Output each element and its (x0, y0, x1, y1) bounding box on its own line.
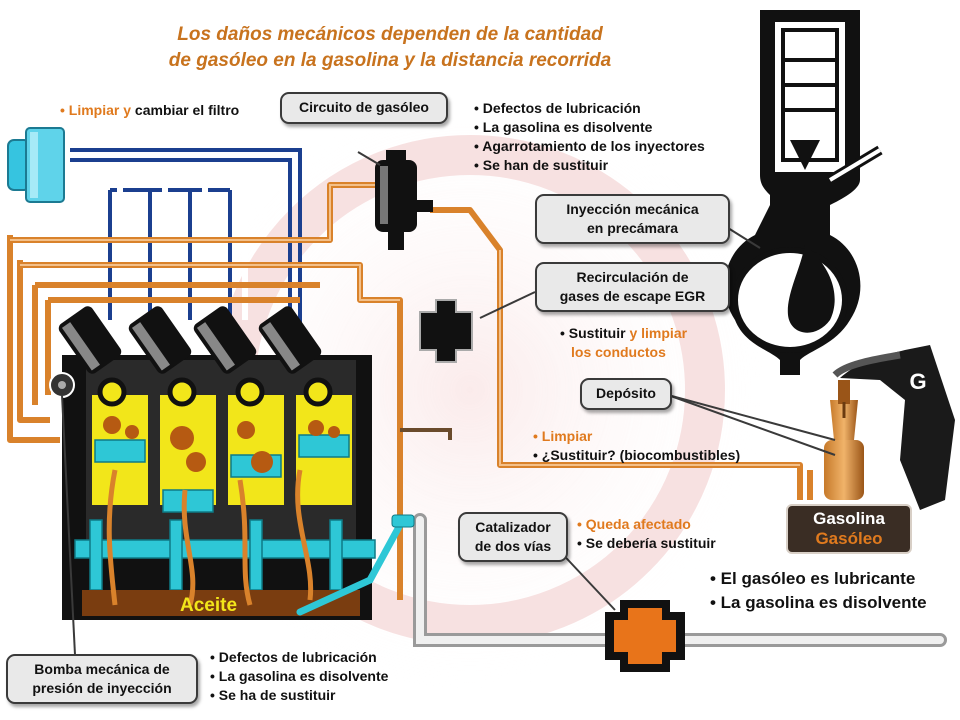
callout-pump: Bomba mecánica de presión de inyección (6, 654, 198, 704)
fuel-type-label: Gasolina Gasóleo (786, 504, 912, 554)
tank-action: • Limpiar (533, 428, 593, 444)
callout-egr-line: Recirculación de (576, 269, 689, 285)
catalyst-effect: • Queda afectado (577, 516, 691, 532)
filter-note: • Limpiar y cambiar el filtro (60, 101, 239, 120)
callout-diesel-circuit: Circuito de gasóleo (280, 92, 448, 124)
catalyst-icon (605, 600, 685, 672)
precombustion-chamber-icon (724, 10, 883, 375)
callout-catalyst-line: Catalizador (475, 519, 551, 535)
oil-label: Aceite (180, 595, 238, 616)
egr-action-line2: los conductos (571, 344, 666, 360)
fuel-nozzle-icon (832, 345, 955, 510)
egr-valve-icon (419, 299, 473, 363)
callout-pump-line: Bomba mecánica de (34, 661, 170, 677)
callout-egr: Recirculación de gases de escape EGR (535, 262, 730, 312)
callout-egr-line: gases de escape EGR (559, 288, 706, 304)
callout-tank-label: Depósito (596, 385, 656, 401)
circuit-effects-list: • Defectos de lubricación • La gasolina … (474, 99, 705, 175)
pump-gear-icon (49, 372, 75, 398)
dipstick (296, 521, 404, 616)
filter-note-action: • Limpiar y (60, 102, 132, 118)
pump-effect: • La gasolina es disolvente (210, 668, 389, 684)
white-pipes (117, 180, 248, 320)
callout-catalyst-line: de dos vías (474, 538, 552, 554)
callout-pump-line: presión de inyección (32, 680, 172, 696)
title-line-2: de gasóleo en la gasolina y la distancia… (168, 50, 612, 71)
pump-effect: • Se ha de sustituir (210, 687, 336, 703)
pump-effects-list: • Defectos de lubricación • La gasolina … (210, 648, 388, 705)
callout-mechanical-injection: Inyección mecánica en precámara (535, 194, 730, 244)
circuit-effect: • Defectos de lubricación (474, 100, 641, 116)
injectors (58, 306, 333, 407)
filter-note-rest: cambiar el filtro (131, 102, 240, 118)
callout-diesel-circuit-label: Circuito de gasóleo (299, 99, 429, 115)
combustion-spots (103, 416, 340, 473)
fuel-filter-icon (7, 127, 65, 203)
summary-item: • El gasóleo es lubricante (710, 569, 916, 588)
callout-tank: Depósito (580, 378, 672, 410)
fuel-pipes-highlight (10, 184, 800, 466)
callout-mechanical-injection-line: Inyección mecánica (566, 201, 699, 217)
catalyst-effect: • Se debería sustituir (577, 535, 716, 551)
catalyst-effects-list: • Queda afectado • Se debería sustituir (577, 515, 716, 553)
exhaust-pipe (400, 428, 947, 647)
summary-list: • El gasóleo es lubricante • La gasolina… (710, 567, 927, 615)
egr-action: • Sustituir (560, 325, 630, 341)
nozzle-letter: G (909, 369, 927, 394)
callout-mechanical-injection-line: en precámara (586, 220, 679, 236)
tank-actions-list: • Limpiar • ¿Sustituir? (biocombustibles… (533, 427, 740, 465)
pistons (74, 434, 376, 591)
gasoline-label: Gasolina (813, 509, 885, 528)
blue-pipes (70, 148, 302, 330)
page-title: Los daños mecánicos dependen de la canti… (120, 22, 660, 74)
diesel-label: Gasóleo (815, 529, 883, 548)
tank-action: • ¿Sustituir? (biocombustibles) (533, 447, 741, 463)
egr-action-accent: y limpiar (629, 325, 688, 341)
summary-item: • La gasolina es disolvente (710, 593, 927, 612)
circuit-effect: • Agarrotamiento de los inyectores (474, 138, 705, 154)
diesel-pump-icon (375, 150, 433, 250)
title-line-1: Los daños mecánicos dependen de la canti… (177, 24, 603, 45)
callout-catalyst: Catalizador de dos vías (458, 512, 568, 562)
fuel-tank-icon (824, 380, 864, 500)
circuit-effect: • La gasolina es disolvente (474, 119, 653, 135)
egr-actions-list: • Sustituir y limpiar los conductos (560, 324, 687, 362)
pump-effect: • Defectos de lubricación (210, 649, 377, 665)
engine-block (62, 355, 376, 620)
circuit-effect: • Se han de sustituir (474, 157, 609, 173)
